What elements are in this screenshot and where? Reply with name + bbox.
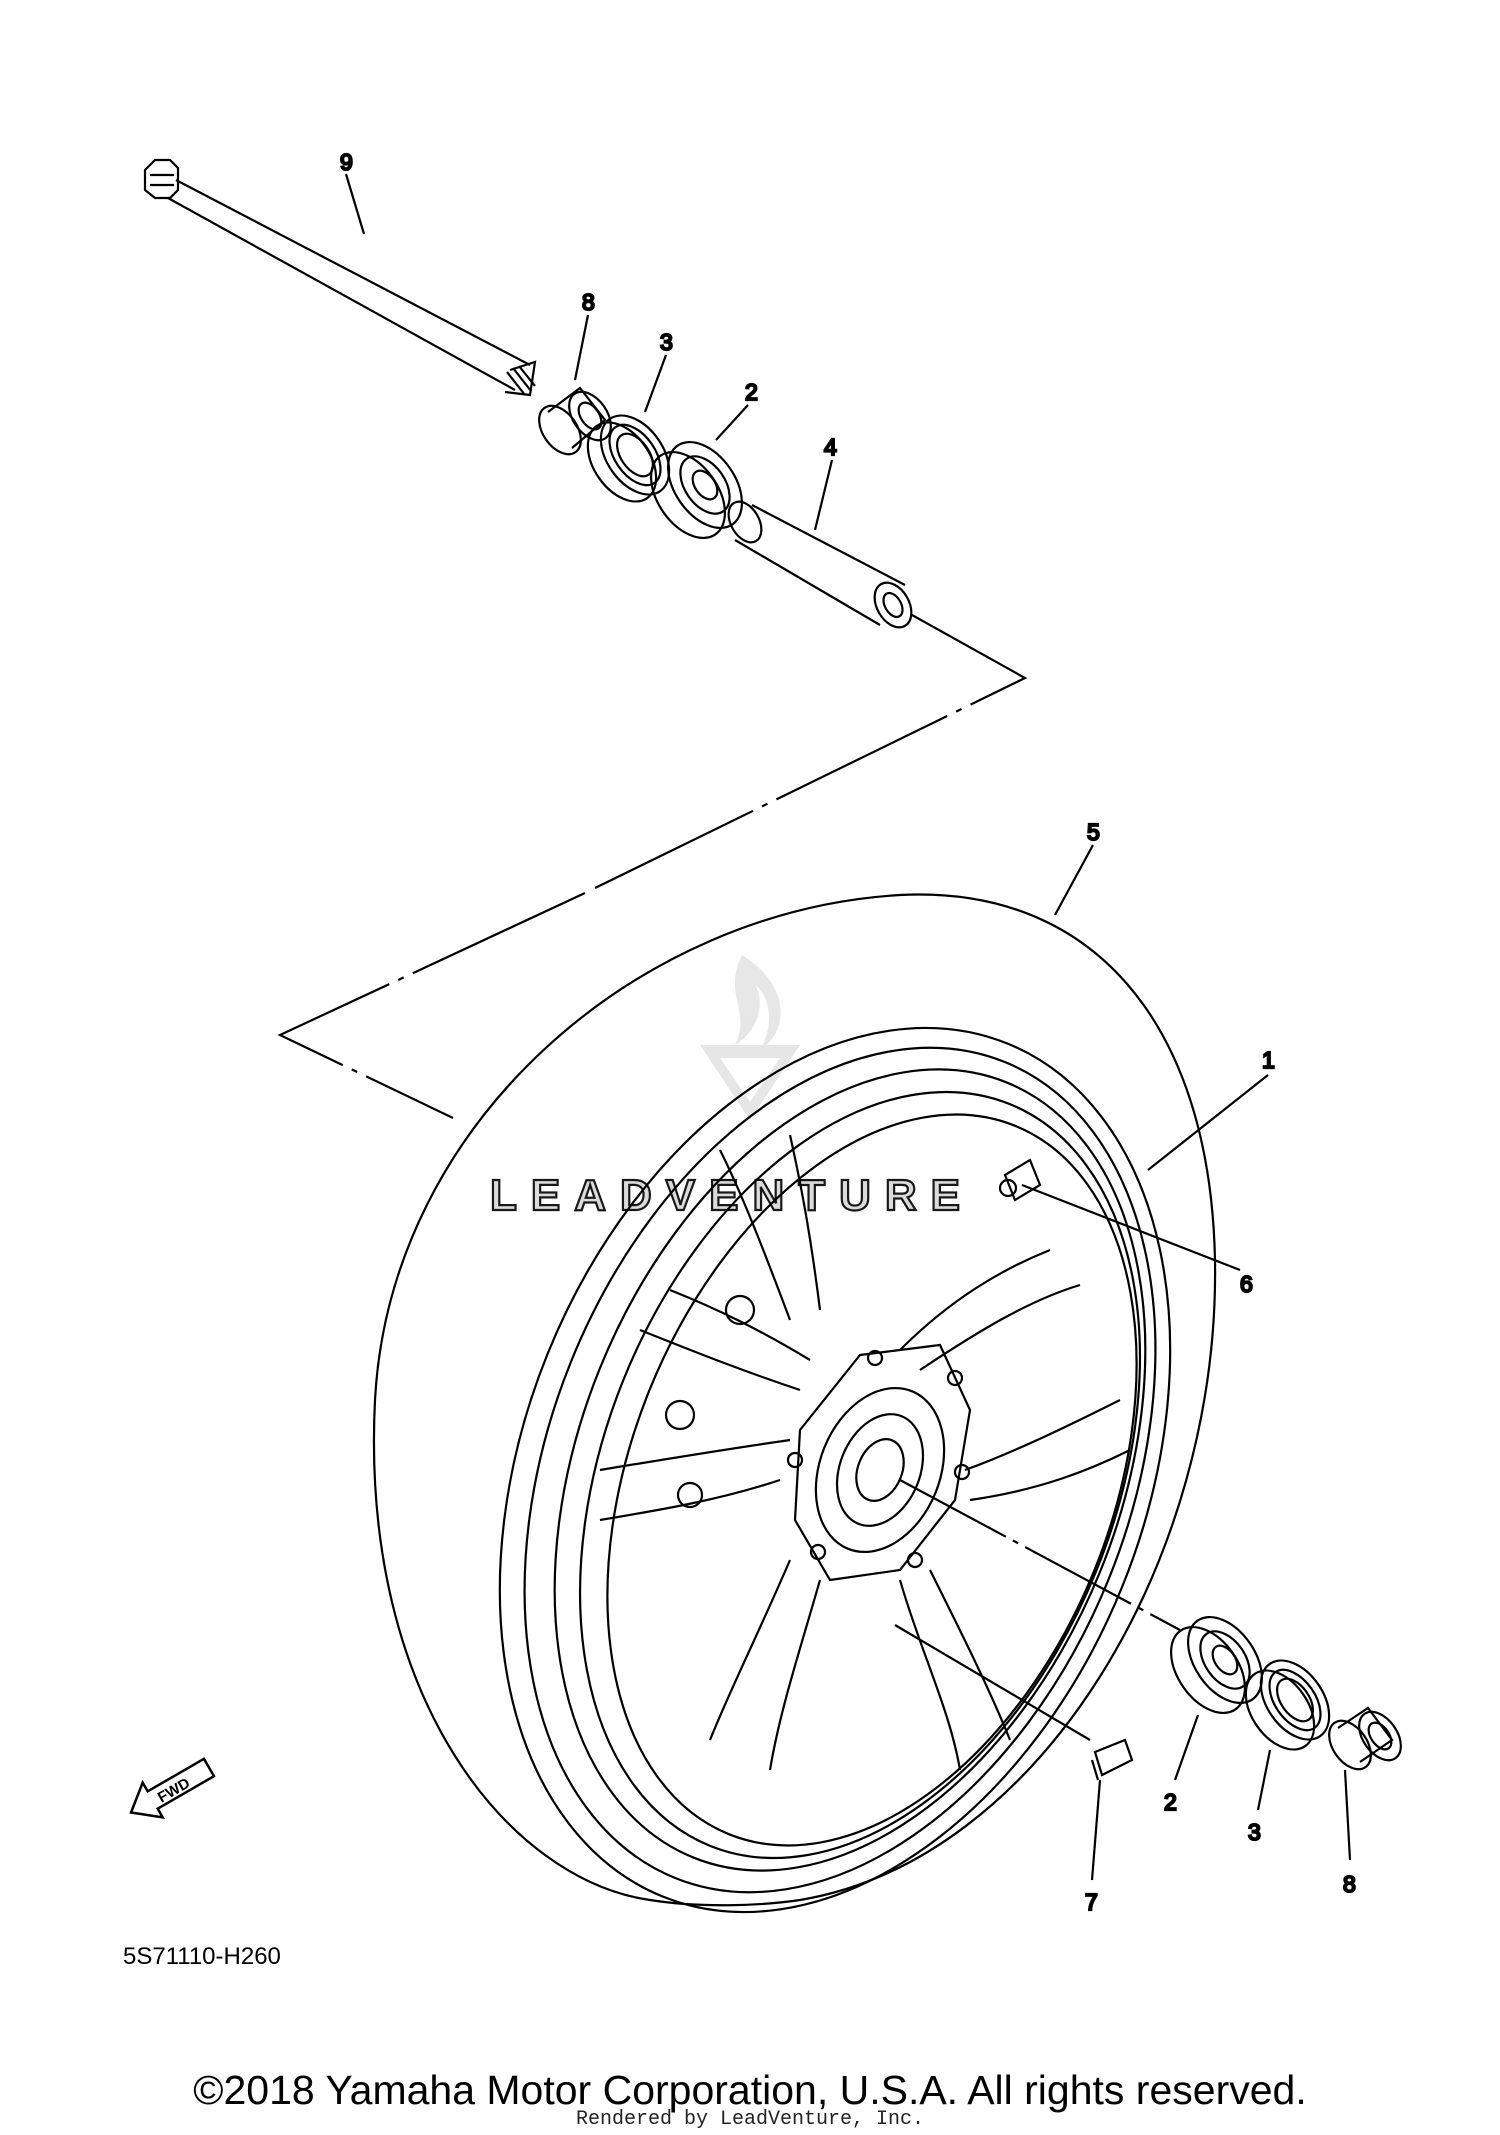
oil-seal-part-3-top xyxy=(586,354,671,503)
callout-6: 6 xyxy=(1240,1271,1253,1297)
watermark-text: LEADVENTURE xyxy=(490,1171,974,1220)
bearing-part-2-top xyxy=(649,404,749,540)
spacer-part-4 xyxy=(727,459,913,629)
callout-2-bottom: 2 xyxy=(1164,1789,1177,1815)
watermark-flame-icon xyxy=(734,955,781,1050)
rendered-by-notice: Rendered by LeadVenture, Inc. xyxy=(575,2108,925,2131)
axle-centerline xyxy=(277,614,1028,1119)
copyright-notice: ©2018 Yamaha Motor Corporation, U.S.A. A… xyxy=(193,2067,1307,2113)
callout-3-bottom: 3 xyxy=(1248,1819,1261,1845)
callout-8-top: 8 xyxy=(582,289,595,315)
oil-seal-part-3-bottom xyxy=(1244,1659,1331,1811)
collar-part-8-top xyxy=(538,314,612,456)
balance-weight-part-7 xyxy=(1090,1738,1134,1881)
callout-8-bottom: 8 xyxy=(1343,1871,1356,1897)
callout-2-top: 2 xyxy=(745,379,758,405)
collar-part-8-bottom xyxy=(1328,1706,1402,1861)
callout-1: 1 xyxy=(1262,1047,1275,1073)
callout-9: 9 xyxy=(340,149,353,175)
fwd-arrow-icon: FWD xyxy=(129,1757,216,1819)
fwd-label: FWD xyxy=(155,1775,193,1807)
watermark-v-icon xyxy=(700,1045,800,1120)
bearing-part-2-bottom xyxy=(1169,1615,1264,1781)
watermark: LEADVENTURE xyxy=(489,955,974,1221)
callout-7: 7 xyxy=(1085,1889,1098,1915)
part-code: 5S71110-H260 xyxy=(123,1943,281,1970)
callout-5: 5 xyxy=(1087,819,1100,845)
callout-3-top: 3 xyxy=(660,329,673,355)
wheel-part-1 xyxy=(372,844,1269,1914)
callout-4: 4 xyxy=(824,434,837,460)
tire-part-5 xyxy=(372,893,1217,1907)
axle-part-9 xyxy=(143,158,537,397)
